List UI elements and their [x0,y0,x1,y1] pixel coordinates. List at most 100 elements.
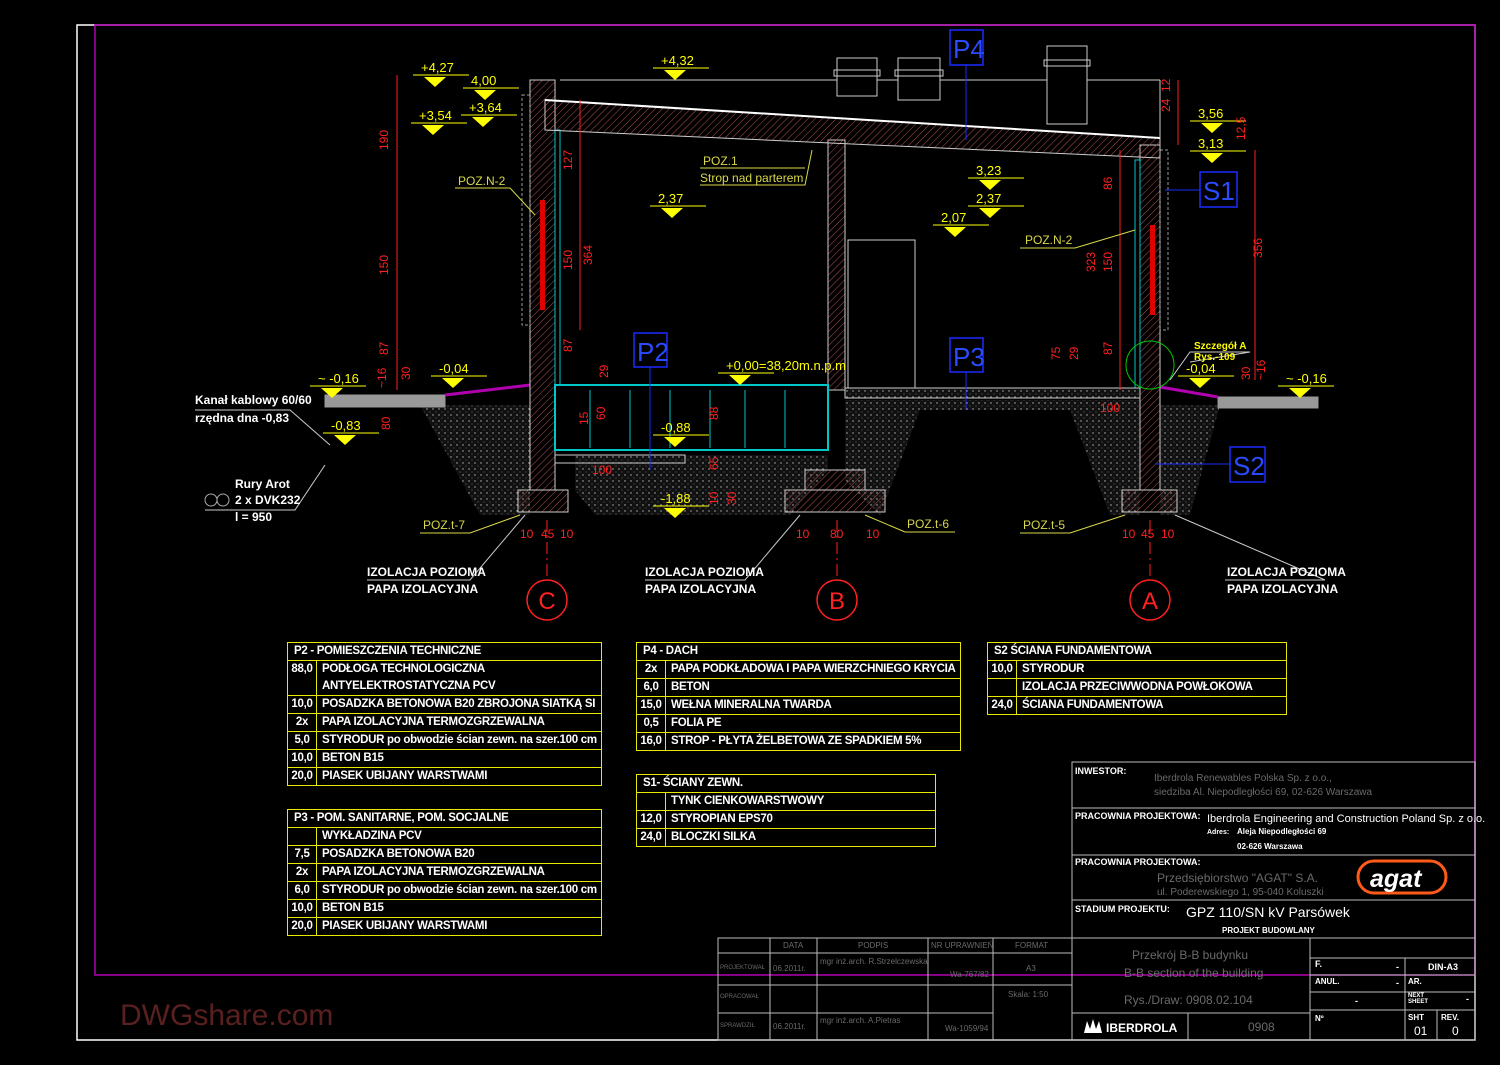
level-triangle-icon [1201,153,1223,163]
layer-thickness: 88,0 [288,661,317,695]
layer-thickness: 20,0 [288,768,317,785]
inner-frame [94,24,1476,976]
project-stage: PROJEKT BUDOWLANY [1222,926,1315,935]
level-value: -0,04 [439,361,469,376]
dimension-value: 10 [1122,527,1136,541]
layer-material: BETON B15 [322,752,384,764]
layer-material: BLOCZKI SILKA [671,831,756,843]
layer-thickness: 24,0 [988,697,1017,714]
label-poz1: POZ.1 [703,154,738,168]
sign-row-role: OPRACOWAŁ [720,994,759,1000]
iberdrola-logo: IBERDROLA [1106,1021,1178,1035]
dimension-value: 24 [1159,98,1173,112]
table-row: TYNK CIENKOWARSTWOWY [637,793,935,811]
level-value: +0,00=38,20m.n.p.m [726,358,846,373]
detail-a-circle [1125,340,1175,390]
dimension-value: 80 [830,527,844,541]
label-kanal-depth: rzędna dna -0,83 [195,411,289,425]
level-value: +4,27 [421,60,454,75]
dimension-value: 150 [561,250,575,270]
project-code: 0908 [1248,1020,1275,1034]
level-marker: 3,13 [1190,136,1246,163]
dimension-value: 100 [592,463,612,477]
table-row: WYKŁADZINA PCV [288,828,601,846]
level-triangle-icon [334,435,356,445]
level-value: 2,37 [658,191,683,206]
level-marker: +0,00=38,20m.n.p.m [718,358,846,385]
format-value: A3 [1026,964,1036,973]
level-marker: 2,37 [968,191,1024,218]
label-szczegol: Szczegół A [1194,341,1246,352]
roof [544,45,1161,159]
label-strop: Strop nad parterem [700,171,803,185]
level-marker: +3,54 [411,108,467,135]
tag-p2: P2 [633,332,669,368]
tag-s2: S2 [1229,446,1266,483]
dimension-value: 356 [1251,238,1265,258]
level-triangle-icon [664,508,686,518]
level-marker: +4,27 [413,60,469,87]
table-title: S2 ŚCIANA FUNDAMENTOWA [988,643,1286,661]
level-marker: -1,88 [653,491,709,518]
format-din: DIN-A3 [1428,962,1459,972]
layer-material: STYRODUR po obwodzie ścian zewn. na szer… [322,734,597,746]
sign-header-podpis: PODPIS [858,941,889,950]
dimension-value: 10 [560,527,574,541]
label-rury-type: 2 x DVK232 [235,493,301,507]
level-marker: ~ -0,16 [310,371,366,398]
stage-label: STADIUM PROJEKTU: [1075,904,1170,914]
layer-thickness: 20,0 [288,918,317,935]
level-triangle-icon [442,378,464,388]
dimension-value: 60 [594,406,608,420]
studio-name: Iberdrola Engineering and Construction P… [1207,813,1486,825]
watermark: DWGshare.com [120,999,333,1032]
level-marker: ~ -0,16 [1278,371,1334,398]
level-value: +3,54 [419,108,452,123]
dimension-value: 30 [399,366,413,380]
svg-text:P2: P2 [637,337,669,367]
level-marker: -0,88 [653,420,709,447]
layer-thickness: 2x [288,714,317,731]
layer-material: STYRODUR [1022,663,1085,675]
dimension-value: 10 [520,527,534,541]
svg-text:S2: S2 [1233,451,1265,481]
sht-value: 01 [1414,1024,1428,1038]
layer-thickness: 15,0 [637,697,666,714]
level-value: ~ -0,16 [1286,371,1327,386]
dimension-value: 29 [1067,346,1081,360]
level-value: -0,88 [661,420,691,435]
svg-text:P3: P3 [953,342,985,372]
dimension-value: 150 [1101,252,1115,272]
ar-label: AR. [1408,977,1422,986]
dimension-value: 12,5 [1234,116,1248,140]
studio2-name: Przedsiębiorstwo "AGAT" S.A. [1157,871,1319,885]
layer-material: POSADZKA BETONOWA B20 [322,848,475,860]
level-value: 2,37 [976,191,1001,206]
dimension-value: ~16 [375,367,389,388]
dimension-value: 190 [377,130,391,150]
dimension-value: 45 [541,527,555,541]
level-marker: 4,00 [463,73,519,100]
level-value: +3,64 [469,100,502,115]
f-value: - [1396,962,1399,972]
level-triangle-icon [664,437,686,447]
level-marker: 2,07 [933,210,989,237]
label-poz-n2-left: POZ.N-2 [458,174,506,188]
sign-row-name: mgr inż.arch. A.Pietras [820,1016,901,1025]
layer-thickness: 12,0 [637,811,666,828]
blank-dash: - [1355,996,1358,1006]
level-marker: -0,04 [1178,361,1234,388]
label-rury-length: l = 950 [235,510,272,524]
level-triangle-icon [1189,378,1211,388]
dimension-value: 100 [1100,401,1120,415]
dimension-value: 127 [561,150,575,170]
layer-thickness: 10,0 [988,661,1017,678]
iberdrola-logo-icon [1084,1019,1102,1033]
walls [521,79,1169,491]
level-triangle-icon [664,70,686,80]
